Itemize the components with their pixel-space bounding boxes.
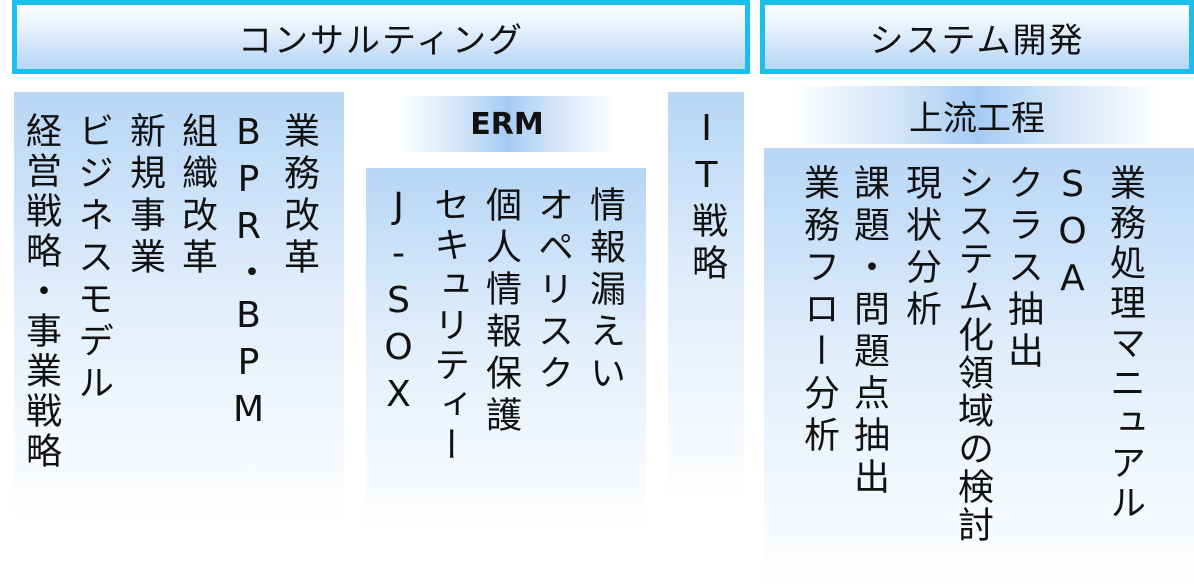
consulting-header-label: コンサルティング [238, 20, 524, 61]
upstream-item: 課題・問題点抽出 [848, 164, 889, 500]
upstream-item: 業務フロー分析 [798, 164, 839, 458]
consulting-item: BPR・BPM [228, 112, 269, 436]
erm-item: 情報漏えい [584, 186, 625, 396]
erm-item: セキュリティー [428, 186, 469, 466]
consulting-item: 組織改革 [176, 112, 217, 280]
it-strategy-label: IT戦略 [686, 108, 727, 286]
erm-item: オペリスク [532, 186, 573, 396]
upstream-panel [764, 148, 1194, 585]
consulting-header: コンサルティング [12, 0, 750, 74]
erm-item: 個人情報保護 [480, 186, 521, 438]
consulting-item: 新規事業 [124, 112, 165, 280]
system-development-header-label: システム開発 [869, 20, 1085, 61]
consulting-panel [14, 92, 344, 520]
upstream-title: 上流工程 [792, 86, 1162, 144]
upstream-title-label: 上流工程 [909, 98, 1045, 139]
it-strategy-panel [668, 92, 744, 502]
erm-panel [366, 168, 646, 530]
erm-title: ERM [398, 96, 616, 152]
consulting-item: 業務改革 [278, 112, 319, 280]
upstream-item: SOA [1052, 164, 1093, 305]
upstream-item: 業務処理マニュアル [1104, 164, 1145, 524]
consulting-item: 経営戦略・事業戦略 [20, 112, 61, 472]
erm-item: J-SOX [378, 186, 419, 421]
system-development-header: システム開発 [760, 0, 1194, 74]
erm-title-label: ERM [470, 106, 544, 142]
consulting-item: ビジネスモデル [72, 112, 113, 406]
upstream-item: システム化領域の検討 [952, 164, 993, 544]
upstream-item: クラス抽出 [1002, 164, 1043, 374]
upstream-item: 現状分析 [900, 164, 941, 332]
